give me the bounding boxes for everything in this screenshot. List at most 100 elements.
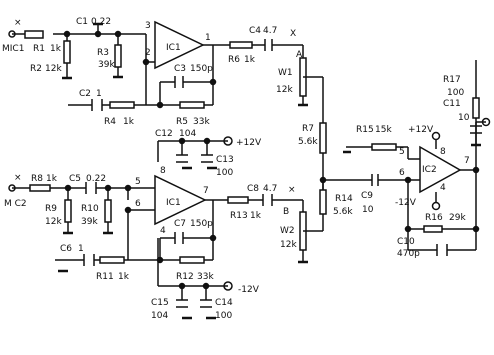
r13-value: 1k xyxy=(250,211,262,221)
c1-value: 0.22 xyxy=(91,17,111,27)
ic1-bottom-pin7: 7 xyxy=(203,186,209,196)
c9-value: 10 xyxy=(362,205,374,215)
r10-label: R10 xyxy=(81,204,99,214)
r12-value: 33k xyxy=(197,272,214,282)
c15-value: 104 xyxy=(151,311,168,321)
minus12v-ic2-label: -12V xyxy=(395,198,417,208)
r12-label: R12 xyxy=(176,272,194,282)
r3-label: R3 xyxy=(97,48,109,58)
labels: × MIC1 R1 1k R2 12k C1 0.22 R3 39k IC1 3… xyxy=(2,17,470,321)
c10-label: C10 xyxy=(397,237,415,247)
c12-value: 104 xyxy=(179,129,196,139)
c8-value: 4.7 xyxy=(263,184,277,194)
b-x-mark: × xyxy=(288,185,296,195)
minus12v-bottom-label: -12V xyxy=(238,285,260,295)
r2-value: 12k xyxy=(45,64,62,74)
c14-label: C14 xyxy=(215,298,233,308)
r4-label: R4 xyxy=(104,117,116,127)
c10-value: 470p xyxy=(397,249,420,259)
c13-label: C13 xyxy=(216,155,234,165)
r9-value: 12k xyxy=(45,217,62,227)
c1-label: C1 xyxy=(76,17,88,27)
ic2-pin6: 6 xyxy=(399,168,405,178)
r5-value: 33k xyxy=(193,117,210,127)
w2-label: W2 xyxy=(280,226,295,236)
ic1-bottom-pin8: 8 xyxy=(160,166,166,176)
c3-value: 150p xyxy=(190,64,213,74)
r7-value: 5.6k xyxy=(298,137,318,147)
ic1-bottom-label: IC1 xyxy=(166,198,181,208)
w1-value: 12k xyxy=(276,85,293,95)
r17-value: 100 xyxy=(447,88,464,98)
ic1-top-pin2: 2 xyxy=(145,48,151,58)
ic2-pin7: 7 xyxy=(464,156,470,166)
w2-value: 12k xyxy=(280,240,297,250)
r14-label: R14 xyxy=(335,194,353,204)
c3-label: C3 xyxy=(174,64,186,74)
ic2-pin4: 4 xyxy=(440,183,446,193)
ic2-pin8: 8 xyxy=(440,147,446,157)
r6-label: R6 xyxy=(228,55,240,65)
x-point-label: X xyxy=(290,29,296,39)
ic1-top-label: IC1 xyxy=(166,43,181,53)
ic1-top-pin1: 1 xyxy=(205,33,211,43)
c6-label: C6 xyxy=(60,244,72,254)
opamp-symbols xyxy=(154,20,462,226)
ic1-top-pin3: 3 xyxy=(145,21,151,31)
ic2-label: IC2 xyxy=(422,165,437,175)
r15-label: R15 xyxy=(356,125,374,135)
c12-label: C12 xyxy=(155,129,173,139)
c2-label: C2 xyxy=(79,89,91,99)
r2-label: R2 xyxy=(30,64,42,74)
c4-value: 4.7 xyxy=(263,26,277,36)
r13-label: R13 xyxy=(230,211,248,221)
terminal-symbols xyxy=(8,30,491,291)
r10-value: 39k xyxy=(81,217,98,227)
r6-value: 1k xyxy=(244,55,256,65)
resistor-symbols xyxy=(24,30,480,264)
c2-value: 1 xyxy=(96,89,102,99)
r11-value: 1k xyxy=(118,272,130,282)
r15-value: 15k xyxy=(375,125,392,135)
r8-value: 1k xyxy=(46,174,58,184)
c8-label: C8 xyxy=(247,184,259,194)
plus12v-top-label: +12V xyxy=(236,138,262,148)
c5-value: 0.22 xyxy=(86,174,106,184)
c4-label: C4 xyxy=(249,26,261,36)
c7-label: C7 xyxy=(174,219,186,229)
c15-label: C15 xyxy=(151,298,169,308)
r14-value: 5.6k xyxy=(333,207,353,217)
c5-label: C5 xyxy=(69,174,81,184)
plus12v-right-label: +12V xyxy=(408,125,434,135)
r3-value: 39k xyxy=(98,60,115,70)
mic2-x-mark: × xyxy=(14,173,22,183)
b-point-label: B xyxy=(283,207,289,217)
r8-label: R8 xyxy=(31,174,43,184)
r7-label: R7 xyxy=(302,124,314,134)
r4-value: 1k xyxy=(123,117,135,127)
c7-value: 150p xyxy=(190,219,213,229)
r16-value: 29k xyxy=(449,213,466,223)
c11-label: C11 xyxy=(443,99,461,109)
mic1-label: MIC1 xyxy=(2,44,24,54)
c9-label: C9 xyxy=(361,191,373,201)
ic2-pin5: 5 xyxy=(399,147,405,157)
r17-label: R17 xyxy=(443,75,461,85)
ic1-bottom-pin4: 4 xyxy=(160,226,166,236)
r11-label: R11 xyxy=(96,272,114,282)
c13-value: 100 xyxy=(216,168,233,178)
a-point-label: A xyxy=(296,50,303,60)
c11-value: 10 xyxy=(458,113,470,123)
mic2-label: M C2 xyxy=(4,199,27,209)
r5-label: R5 xyxy=(176,117,188,127)
mic1-x-mark: × xyxy=(14,18,22,28)
w1-label: W1 xyxy=(278,68,293,78)
capacitor-symbols xyxy=(83,39,482,308)
r1-value: 1k xyxy=(50,44,62,54)
ic1-bottom-pin6: 6 xyxy=(135,199,141,209)
wires xyxy=(12,24,486,300)
r16-label: R16 xyxy=(425,213,443,223)
ground-symbols xyxy=(58,22,481,320)
c14-value: 100 xyxy=(215,311,232,321)
